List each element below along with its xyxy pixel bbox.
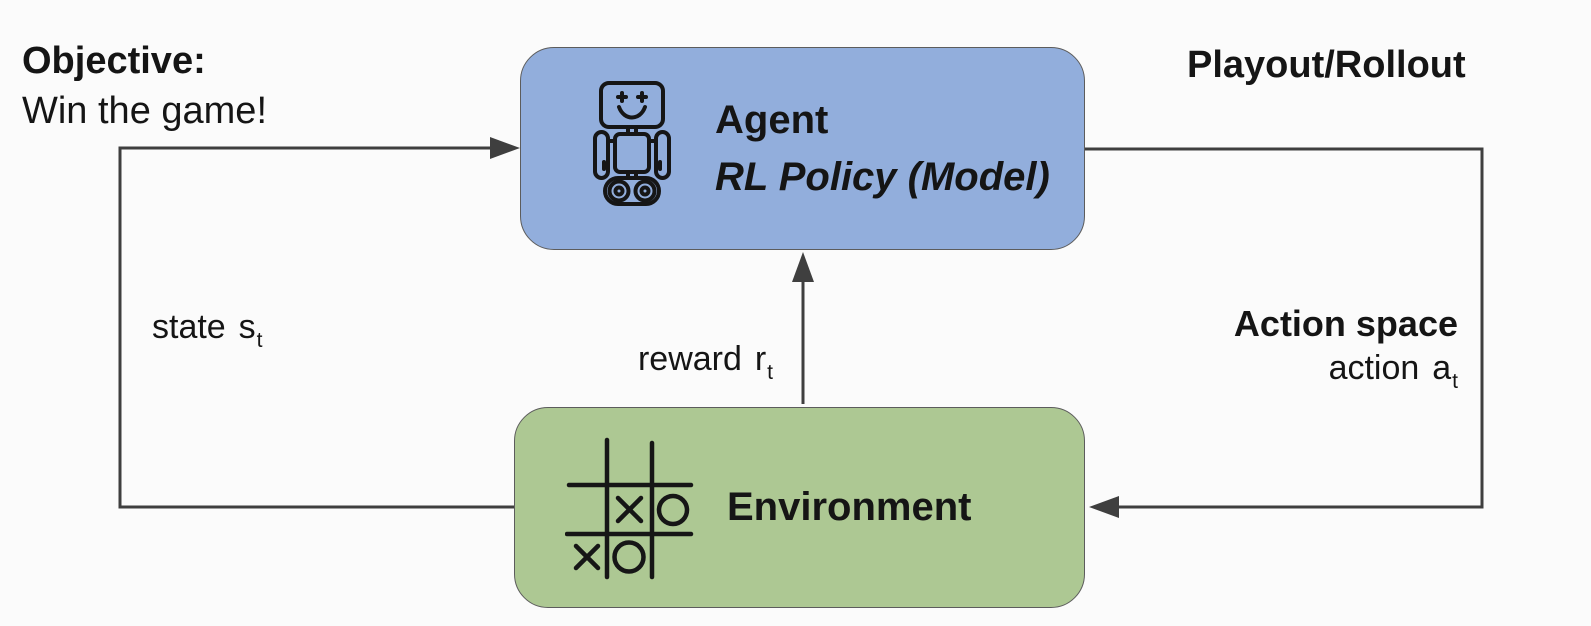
objective-text: Objective: Win the game! — [22, 36, 267, 136]
agent-box: Agent RL Policy (Model) — [520, 47, 1085, 250]
action-arrowhead — [1089, 496, 1119, 518]
state-subscript: t — [256, 329, 263, 353]
action-arrow-line — [1085, 147, 1484, 509]
objective-subtitle: Win the game! — [22, 90, 267, 132]
state-arrow-line — [118, 146, 516, 509]
tic-tac-toe-icon — [565, 437, 694, 580]
playout-rollout-label: Playout/Rollout — [1187, 44, 1466, 86]
action-subscript: t — [1452, 370, 1458, 394]
environment-box: Environment — [514, 407, 1085, 608]
agent-text: Agent RL Policy (Model) — [715, 92, 1050, 206]
objective-heading: Objective: — [22, 40, 206, 82]
action-space-label: Action space — [1233, 303, 1458, 344]
reward-subscript: t — [767, 361, 773, 385]
agent-title: Agent — [715, 97, 829, 142]
environment-title: Environment — [727, 485, 972, 529]
reward-arrowhead — [792, 252, 814, 282]
state-arrowhead — [490, 137, 520, 159]
robot-icon — [593, 81, 671, 206]
agent-subtitle: RL Policy (Model) — [715, 154, 1050, 199]
environment-text: Environment — [727, 479, 971, 536]
